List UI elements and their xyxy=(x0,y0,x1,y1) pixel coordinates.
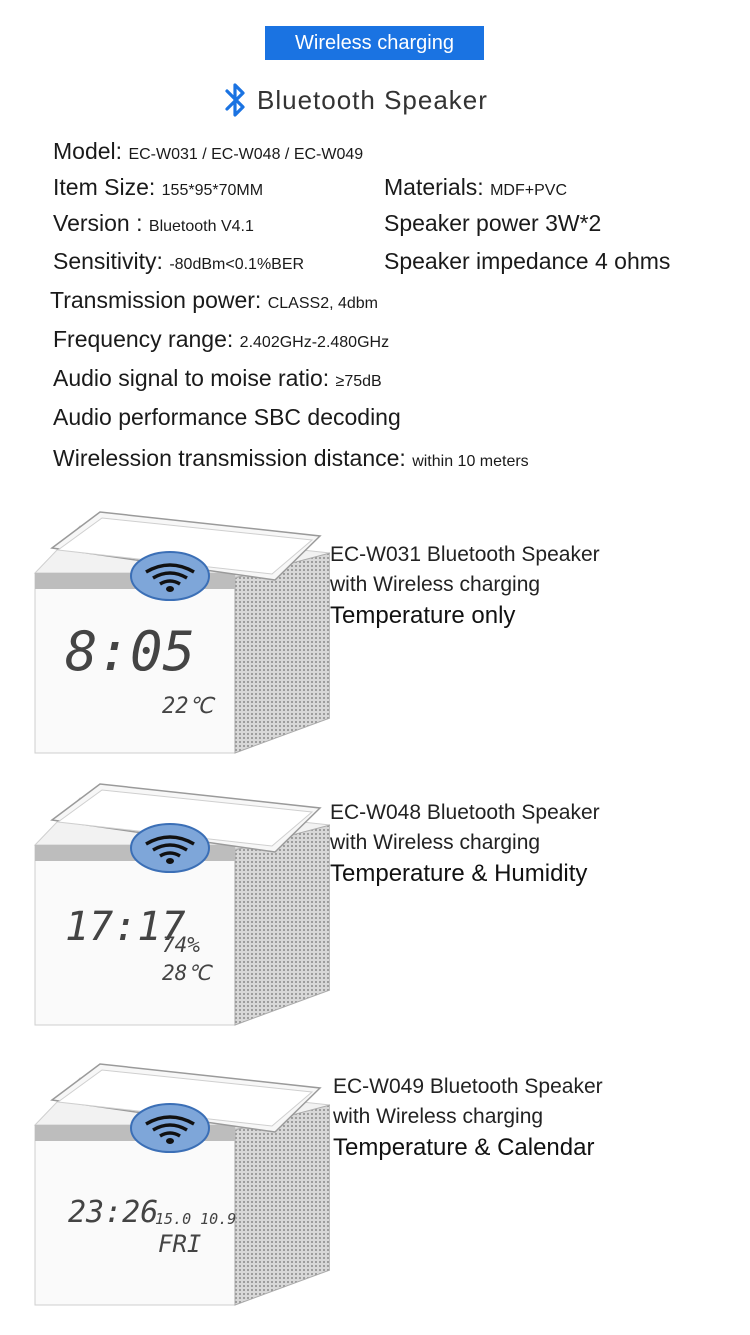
bluetooth-speaker-title: Bluetooth Speaker xyxy=(218,80,488,120)
product-ec-w049: 23:26 15.0 10.9 FRI EC-W049 Bluetooth Sp… xyxy=(0,1060,750,1310)
caption-display: Temperature & Calendar xyxy=(333,1134,595,1161)
product-caption: EC-W049 Bluetooth Speaker with Wireless … xyxy=(333,1072,603,1164)
spec-sensitivity: Sensitivity: -80dBm<0.1%BER xyxy=(53,248,305,274)
wireless-charging-badge: Wireless charging xyxy=(265,26,484,60)
spec-speaker-impedance: Speaker impedance 4 ohms xyxy=(384,248,671,274)
display-weekday: FRI xyxy=(158,1230,201,1258)
caption-display: Temperature only xyxy=(330,602,516,629)
caption-feature: with Wireless charging xyxy=(330,831,541,854)
product-image: 8:05 22℃ xyxy=(30,508,331,758)
caption-display: Temperature & Humidity xyxy=(330,860,588,887)
product-ec-w048: 17:17 74% 28℃ EC-W048 Bluetooth Speaker … xyxy=(0,780,750,1030)
spec-materials: Materials: MDF+PVC xyxy=(384,174,567,200)
product-image: 23:26 15.0 10.9 FRI xyxy=(30,1060,331,1310)
wireless-charging-icon xyxy=(130,551,210,601)
product-ec-w031: 8:05 22℃ EC-W031 Bluetooth Speaker with … xyxy=(0,508,750,758)
display-date: 15.0 10.9 xyxy=(155,1210,236,1228)
caption-model: EC-W049 Bluetooth Speaker xyxy=(333,1075,603,1098)
display-temperature: 22℃ xyxy=(162,694,215,719)
caption-model: EC-W031 Bluetooth Speaker xyxy=(330,543,600,566)
spec-model: Model: EC-W031 / EC-W048 / EC-W049 xyxy=(53,138,364,164)
caption-feature: with Wireless charging xyxy=(330,573,541,596)
caption-feature: with Wireless charging xyxy=(333,1105,544,1128)
spec-version: Version : Bluetooth V4.1 xyxy=(53,210,254,236)
spec-transmission-distance: Wirelession transmission distance: withi… xyxy=(53,445,529,471)
display-time: 23:26 xyxy=(68,1195,158,1230)
spec-speaker-power: Speaker power 3W*2 xyxy=(384,210,602,236)
display-temperature: 28℃ xyxy=(162,961,213,985)
product-caption: EC-W031 Bluetooth Speaker with Wireless … xyxy=(330,540,600,632)
spec-frequency-range: Frequency range: 2.402GHz-2.480GHz xyxy=(53,326,390,352)
display-time: 17:17 xyxy=(65,904,185,950)
title-text: Bluetooth Speaker xyxy=(257,84,488,115)
display-time: 8:05 xyxy=(65,620,195,683)
spec-transmission-power: Transmission power: CLASS2, 4dbm xyxy=(50,287,378,313)
caption-model: EC-W048 Bluetooth Speaker xyxy=(330,801,600,824)
wireless-charging-icon xyxy=(130,1103,210,1153)
spec-audio-performance: Audio performance SBC decoding xyxy=(53,404,401,430)
bluetooth-icon xyxy=(225,83,245,117)
spec-item-size: Item Size: 155*95*70MM xyxy=(53,174,264,200)
spec-audio-snr: Audio signal to moise ratio: ≥75dB xyxy=(53,365,382,391)
display-humidity: 74% xyxy=(162,933,200,957)
wireless-charging-icon xyxy=(130,823,210,873)
product-caption: EC-W048 Bluetooth Speaker with Wireless … xyxy=(330,798,600,890)
product-image: 17:17 74% 28℃ xyxy=(30,780,331,1030)
